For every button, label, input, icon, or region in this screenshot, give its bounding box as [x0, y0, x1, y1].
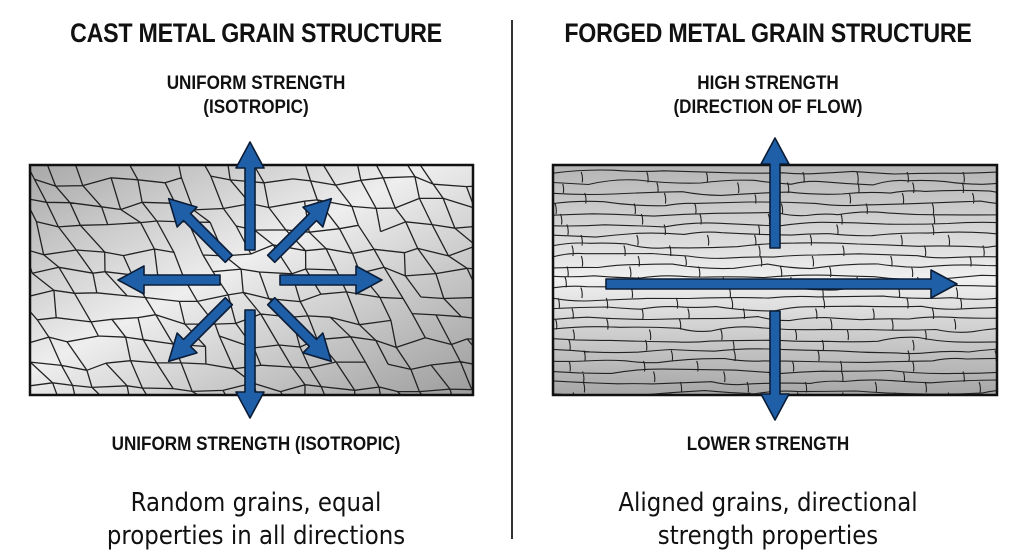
forged-bottom-label: LOWER STRENGTH — [538, 433, 999, 457]
cast-arrow-down-right-icon — [266, 296, 333, 363]
forged-caption-line1: Aligned grains, directional — [618, 488, 918, 518]
forged-top-label-line2: (DIRECTION OF FLOW) — [673, 97, 863, 118]
cast-bottom-label-text: UNIFORM STRENGTH (ISOTROPIC) — [111, 434, 401, 455]
forged-top-label-line1: HIGH STRENGTH — [697, 73, 839, 94]
cast-title: CAST METAL GRAIN STRUCTURE — [70, 18, 442, 48]
cast-arrow-down-left-icon — [167, 296, 234, 363]
cast-isotropic-arrows — [117, 141, 383, 419]
cast-top-label-line2: (ISOTROPIC) — [203, 97, 309, 118]
cast-arrow-up-right-icon — [266, 197, 333, 264]
panel-divider — [511, 20, 513, 539]
cast-caption: Random grains, equal properties in all d… — [31, 487, 482, 553]
cast-arrow-right-icon — [279, 265, 383, 295]
forged-metal-panel: FORGED METAL GRAIN STRUCTURE HIGH STRENG… — [512, 0, 1024, 559]
forged-top-label: HIGH STRENGTH (DIRECTION OF FLOW) — [538, 72, 999, 120]
forged-bottom-label-text: LOWER STRENGTH — [686, 434, 850, 455]
forged-directional-arrows — [605, 137, 958, 421]
forged-flow-arrow-icon — [605, 269, 958, 299]
forged-title: FORGED METAL GRAIN STRUCTURE — [564, 18, 972, 48]
cast-arrow-down-icon — [235, 309, 265, 419]
cast-caption-line2: properties in all directions — [106, 521, 406, 551]
cast-arrow-left-icon — [117, 265, 221, 295]
forged-caption-line2: strength properties — [657, 521, 879, 551]
cast-top-label-line1: UNIFORM STRENGTH — [166, 73, 346, 94]
cast-metal-block — [28, 163, 475, 397]
cast-top-label: UNIFORM STRENGTH (ISOTROPIC) — [26, 72, 487, 120]
forged-caption: Aligned grains, directional strength pro… — [543, 487, 994, 553]
cast-metal-panel: CAST METAL GRAIN STRUCTURE UNIFORM STREN… — [26, 18, 487, 553]
cast-arrow-up-icon — [235, 141, 265, 251]
cast-arrow-up-left-icon — [167, 197, 234, 264]
cast-bottom-label: UNIFORM STRENGTH (ISOTROPIC) — [26, 433, 487, 457]
forged-arrow-down-icon — [760, 310, 790, 421]
cast-caption-line1: Random grains, equal — [130, 488, 382, 518]
forged-arrow-up-icon — [760, 137, 790, 249]
